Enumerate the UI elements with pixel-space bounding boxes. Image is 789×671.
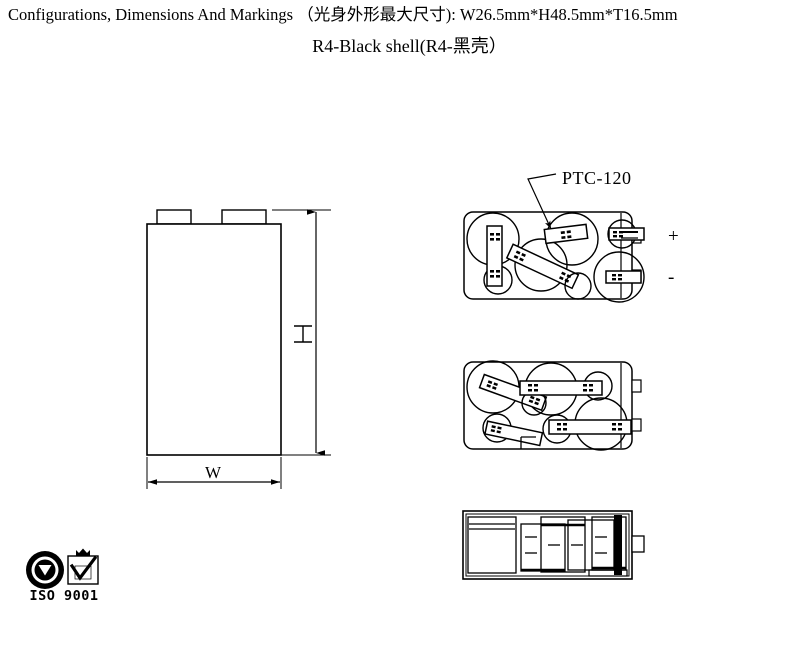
iso-standard-label: ISO 9001 [29,588,99,604]
side-internal-marks [525,536,607,554]
nickel-strip-bottom-right-upper [519,380,603,396]
side-shell-inner [465,513,630,577]
cell-bottom-5 [574,397,628,451]
cell-bottom-2 [482,413,512,443]
side-terminal-tab [631,535,645,553]
side-bold-lines [521,523,626,572]
battery-body-outline [146,223,282,456]
view-side-section [462,510,645,580]
ptc-label: PTC-120 [562,168,632,188]
ptc-leader-line [527,173,557,230]
iso-checkmark-inner-label [74,565,92,580]
terminal-tab-negative-top [631,269,642,283]
terminal-tab-upper-bottom [631,379,642,393]
protection-board [614,515,622,575]
cell-top-4 [545,212,599,266]
nickel-strip-bottom-diagonal-1 [478,373,548,412]
iso-mark-outer-ring [26,551,64,589]
cell-bottom-3 [524,362,578,416]
side-shell-outline [462,510,633,580]
iso-certification-logo [26,548,99,589]
crown-icon [76,548,90,556]
model-subtitle: R4-Black shell(R4-黑壳） [312,36,507,56]
cell-top-6 [593,251,645,303]
cell-bottom-6 [542,414,572,444]
nickel-strip-bottom-right-lower [548,419,632,435]
side-cell-3 [540,516,586,573]
nickel-strip-top-diagonal [505,243,580,290]
cell-top-5 [607,219,637,249]
cell-bottom-7 [521,390,547,416]
cell-top-1 [466,212,520,266]
iso-checkmark-box [67,555,99,585]
cell-top-7 [564,272,592,300]
checkmark-icon [69,555,98,581]
cell-top-2 [483,265,513,295]
side-cell-2 [520,523,566,572]
negative-terminal-label: - [668,267,675,288]
terminal-tab-right [221,209,267,225]
side-cell-1 [467,516,517,574]
h-label-mark [294,325,312,343]
nickel-strip-top-vertical [486,225,503,287]
page-title: Configurations, Dimensions And Markings … [8,5,678,24]
nickel-strip-bottom-diagonal-2 [484,420,544,447]
view-front-elevation [146,209,331,489]
side-cell-5 [591,516,627,571]
view-internal-top [463,173,645,303]
view-internal-bottom [463,360,642,451]
tab-connector-bottom [520,436,536,449]
cell-top-3 [514,238,568,292]
weld-dots [490,233,500,278]
iso-mark-triangle-icon [38,565,52,576]
iso-mark-core [34,559,56,581]
iso-mark-inner-ring [31,556,59,584]
terminal-tab-lower-bottom [631,418,642,432]
ptc-component-strip [543,223,589,245]
nickel-strip-top-right-upper [608,227,645,241]
shell-outline-bottom [463,361,633,450]
positive-terminal-label: + [668,226,679,247]
terminal-tab-positive-top [631,230,642,244]
shell-outline-top [463,211,633,300]
cell-bottom-4 [583,371,613,401]
nickel-strip-top-right-lower [605,270,642,284]
terminal-tab-left [156,209,192,225]
cell-bottom-1 [466,360,520,414]
side-cell-4 [567,519,615,571]
title-block: Configurations, Dimensions And Markings … [0,4,789,59]
width-dimension-label: W [205,463,222,482]
side-bottom-plate [588,569,628,577]
